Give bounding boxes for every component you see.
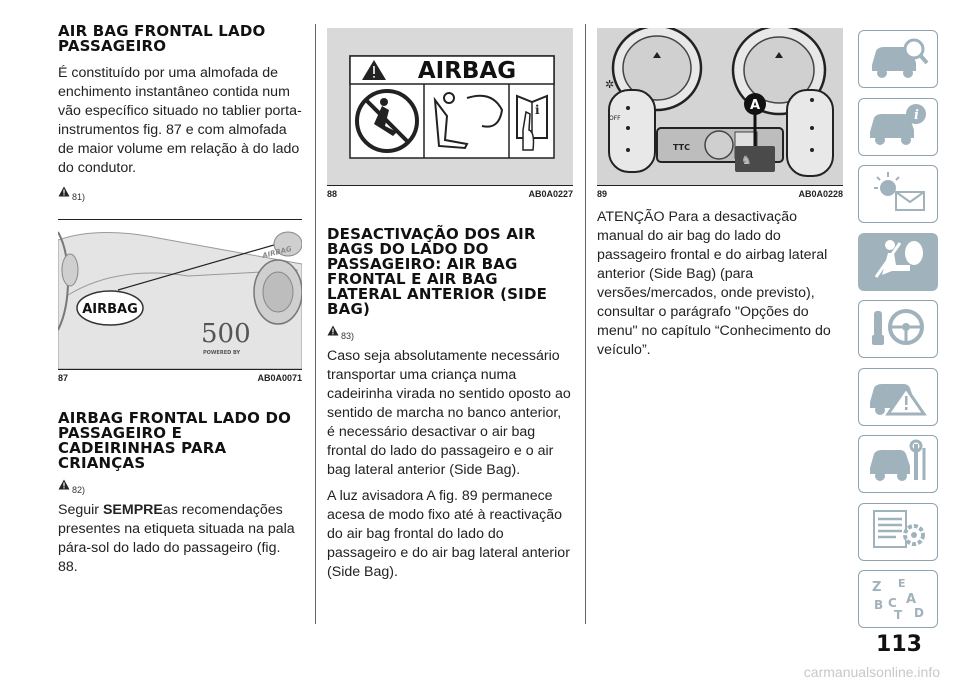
figure-88-code: AB0A0227 <box>528 189 573 199</box>
svg-text:♞: ♞ <box>741 153 752 167</box>
svg-text:POWERED BY: POWERED BY <box>203 350 241 356</box>
warning-number: 81) <box>72 192 86 202</box>
deactivation-paragraph: Caso seja absolutamente necessário trans… <box>327 348 571 478</box>
emphasis-always: SEMPRE <box>102 502 163 518</box>
figure-89: ✲ OFF TTC ♞ A 89 AB0A0228 <box>597 28 843 201</box>
warning-triangle-icon <box>58 184 70 202</box>
figure-88: AIRBAG i 88 AB0A0227 <box>327 28 573 201</box>
warning-light-paragraph: A luz avisadora A fig. 89 permanece aces… <box>327 488 570 580</box>
section-heading-child-seats: AIRBAG FRONTAL LADO DO PASSAGEIRO E CADE… <box>58 409 292 472</box>
section-heading-deactivation: DESACTIVAÇÃO DOS AIR BAGS DO LADO DO PAS… <box>327 225 548 318</box>
figure-87-image: AIRBAG AIRBAG 500 POWERED BY <box>58 220 302 370</box>
car-info-icon: i <box>866 100 930 153</box>
light-mail-icon <box>866 168 930 221</box>
column-1: AIR BAG FRONTAL LADO PASSAGEIRO É consti… <box>58 0 302 577</box>
svg-text:i: i <box>535 103 540 117</box>
watermark: carmanualsonline.info <box>803 664 940 680</box>
alphabet-index-icon: Z E B A C T D <box>866 573 930 626</box>
chapter-tab-starting-driving[interactable] <box>858 300 938 358</box>
figure-89-code: AB0A0228 <box>798 189 843 199</box>
chapter-tab-vehicle-knowledge[interactable] <box>858 30 938 88</box>
warning-reference-81[interactable]: 81) <box>58 184 302 202</box>
chapter-tab-signals[interactable] <box>858 165 938 223</box>
svg-text:A: A <box>906 592 916 607</box>
page-number: 113 <box>876 632 922 657</box>
car-search-icon <box>866 33 930 86</box>
seat-airbag-icon <box>866 235 930 288</box>
figure-88-image: AIRBAG i <box>327 28 573 186</box>
svg-text:C: C <box>888 596 897 610</box>
warning-number: 82) <box>72 485 86 495</box>
car-tools-icon <box>866 438 930 491</box>
svg-text:AIRBAG: AIRBAG <box>82 302 138 317</box>
child-seat-instructions: Seguir SEMPREas recomendações presentes … <box>58 501 302 577</box>
svg-text:✲: ✲ <box>605 78 614 91</box>
chapter-tab-safety[interactable] <box>858 232 938 291</box>
svg-text:E: E <box>898 577 906 590</box>
figure-89-number: 89 <box>597 189 608 199</box>
svg-text:OFF: OFF <box>609 115 621 122</box>
list-settings-icon <box>866 505 930 558</box>
chapter-tab-dashboard[interactable]: i <box>858 97 938 156</box>
column-divider <box>315 24 316 624</box>
warning-triangle-icon <box>327 323 339 341</box>
figure-89-caption: 89 AB0A0228 <box>597 187 843 201</box>
warning-reference-83[interactable]: 83) <box>327 323 573 341</box>
column-2: AIRBAG i 88 AB0A0227 DESACTIVAÇÃO DOS AI… <box>327 0 573 582</box>
warning-number: 83) <box>341 331 355 341</box>
figure-88-caption: 88 AB0A0227 <box>327 187 573 201</box>
chapter-tab-technical-data[interactable] <box>858 502 938 561</box>
text-prefix: Seguir <box>58 502 103 518</box>
section-heading-front-passenger-airbag: AIR BAG FRONTAL LADO PASSAGEIRO <box>58 22 266 55</box>
warning-triangle-icon <box>58 477 70 495</box>
svg-text:i: i <box>914 108 919 123</box>
figure-87-code: AB0A0071 <box>257 373 302 383</box>
svg-text:TTC: TTC <box>673 143 690 152</box>
svg-text:A: A <box>750 98 760 113</box>
svg-text:D: D <box>914 606 924 620</box>
svg-text:B: B <box>874 598 883 612</box>
figure-87-number: 87 <box>58 373 69 383</box>
figure-89-image: ✲ OFF TTC ♞ A <box>597 28 843 186</box>
chapter-sidebar: i Z E B <box>858 30 938 638</box>
figure-87-caption: 87 AB0A0071 <box>58 371 302 385</box>
svg-text:AIRBAG: AIRBAG <box>418 58 516 84</box>
column-divider <box>585 24 586 624</box>
chapter-tab-index[interactable]: Z E B A C T D <box>858 570 938 628</box>
car-warning-icon <box>866 370 930 423</box>
chapter-tab-maintenance[interactable] <box>858 435 938 493</box>
chapter-tab-emergency[interactable] <box>858 367 938 426</box>
figure-87: AIRBAG AIRBAG 500 POWERED BY 87 AB0A0071 <box>58 219 302 385</box>
column-3: ✲ OFF TTC ♞ A 89 AB0A0228 <box>597 0 843 360</box>
svg-text:500: 500 <box>201 319 251 349</box>
svg-text:T: T <box>894 608 903 621</box>
figure-88-number: 88 <box>327 189 338 199</box>
front-airbag-description: É constituído por uma almofada de enchim… <box>58 65 302 176</box>
text-rest: as recomendações presentes na etiqueta s… <box>58 502 295 575</box>
warning-reference-82[interactable]: 82) <box>58 477 302 495</box>
svg-text:Z: Z <box>872 580 881 595</box>
attention-paragraph: ATENÇÃO Para a desactivação manual do ai… <box>597 209 831 358</box>
key-steering-icon <box>866 303 930 356</box>
